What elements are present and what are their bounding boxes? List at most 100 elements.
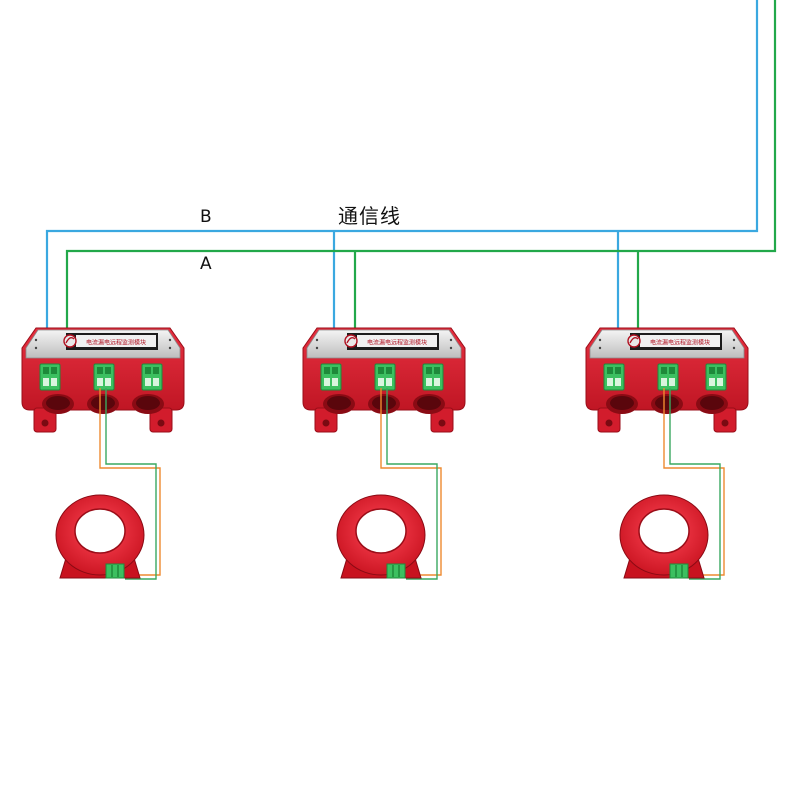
terminal-block-icon xyxy=(374,363,396,391)
bus-label-b: B xyxy=(200,207,212,227)
indicator-dot xyxy=(34,338,38,342)
ct-terminal xyxy=(669,563,689,579)
bus-label-a: A xyxy=(200,254,212,274)
through-hole-inner xyxy=(610,396,634,410)
terminal-block-icon xyxy=(603,363,625,391)
communication-line-title: 通信线 xyxy=(338,204,401,228)
terminal-screw xyxy=(615,367,621,374)
through-hole-inner xyxy=(372,396,396,410)
indicator-dot xyxy=(168,338,172,342)
ct-lead-green xyxy=(105,388,157,580)
terminal-screw xyxy=(669,367,675,374)
indicator-dot xyxy=(732,346,736,350)
terminal-screw xyxy=(709,367,715,374)
ct-lead-orange xyxy=(380,388,442,576)
terminal-slot xyxy=(324,378,330,386)
ct-terminal xyxy=(105,563,125,579)
terminal-slot xyxy=(105,378,111,386)
terminal-screw xyxy=(386,367,392,374)
terminal-slot xyxy=(426,378,432,386)
ct-lead-green xyxy=(669,388,721,580)
mounting-hole xyxy=(605,419,613,427)
current-transformer-icon xyxy=(619,494,709,579)
terminal-slot xyxy=(153,378,159,386)
terminal-slot xyxy=(717,378,723,386)
terminal-block-icon xyxy=(93,363,115,391)
module-logo-icon xyxy=(627,334,641,348)
monitoring-module: 电流漏电远程监测模块 xyxy=(302,327,466,580)
module-front-text: 电流漏电远程监测模块 xyxy=(86,339,146,347)
monitoring-module: 电流漏电远程监测模块 xyxy=(585,327,749,580)
terminal-slot xyxy=(434,378,440,386)
mounting-hole xyxy=(721,419,729,427)
ct-lead-orange xyxy=(99,388,161,576)
through-hole-inner xyxy=(700,396,724,410)
terminal-screw xyxy=(105,367,111,374)
through-hole-inner xyxy=(417,396,441,410)
ct-lead-orange xyxy=(663,388,725,576)
terminal-block-icon xyxy=(422,363,444,391)
module-logo-swoosh xyxy=(65,337,75,344)
bus-line-b xyxy=(45,0,759,330)
indicator-dot xyxy=(732,338,736,342)
terminal-screw xyxy=(332,367,338,374)
current-transformer-icon xyxy=(55,494,145,579)
terminal-slot xyxy=(386,378,392,386)
through-hole-inner xyxy=(327,396,351,410)
terminal-screw xyxy=(145,367,151,374)
terminal-block-icon xyxy=(39,363,61,391)
through-hole-inner xyxy=(136,396,160,410)
ct-lead-green xyxy=(386,388,438,580)
mounting-hole xyxy=(157,419,165,427)
terminal-block-icon xyxy=(141,363,163,391)
label-panel xyxy=(640,335,720,347)
indicator-dot xyxy=(449,338,453,342)
monitoring-module: 电流漏电远程监测模块 xyxy=(21,327,185,580)
terminal-slot xyxy=(709,378,715,386)
terminal-screw xyxy=(43,367,49,374)
module-logo-icon xyxy=(344,334,358,348)
terminal-slot xyxy=(669,378,675,386)
terminal-screw xyxy=(97,367,103,374)
through-hole-inner xyxy=(46,396,70,410)
module-logo-swoosh xyxy=(346,337,356,344)
indicator-dot xyxy=(168,346,172,350)
terminal-slot xyxy=(332,378,338,386)
terminal-screw xyxy=(607,367,613,374)
through-hole-inner xyxy=(655,396,679,410)
module-logo-icon xyxy=(63,334,77,348)
label-panel xyxy=(357,335,437,347)
ct-terminal xyxy=(386,563,406,579)
through-hole-inner xyxy=(91,396,115,410)
module-logo-swoosh xyxy=(629,337,639,344)
terminal-slot xyxy=(51,378,57,386)
ct-hole xyxy=(638,508,690,554)
mounting-hole xyxy=(41,419,49,427)
terminal-screw xyxy=(324,367,330,374)
module-front-text: 电流漏电远程监测模块 xyxy=(367,339,427,347)
terminal-screw xyxy=(434,367,440,374)
terminal-screw xyxy=(717,367,723,374)
bus-line-a xyxy=(65,0,777,330)
indicator-dot xyxy=(315,346,319,350)
indicator-dot xyxy=(315,338,319,342)
terminal-slot xyxy=(607,378,613,386)
ct-hole xyxy=(74,508,126,554)
communication-bus xyxy=(45,0,777,330)
indicator-dot xyxy=(598,338,602,342)
terminal-screw xyxy=(378,367,384,374)
terminal-slot xyxy=(145,378,151,386)
indicator-dot xyxy=(34,346,38,350)
label-panel xyxy=(76,335,156,347)
indicator-dot xyxy=(449,346,453,350)
mounting-hole xyxy=(322,419,330,427)
terminal-screw xyxy=(153,367,159,374)
terminal-slot xyxy=(43,378,49,386)
ct-hole xyxy=(355,508,407,554)
indicator-dot xyxy=(598,346,602,350)
terminal-block-icon xyxy=(320,363,342,391)
current-transformer-icon xyxy=(336,494,426,579)
terminal-block-icon xyxy=(657,363,679,391)
terminal-slot xyxy=(615,378,621,386)
